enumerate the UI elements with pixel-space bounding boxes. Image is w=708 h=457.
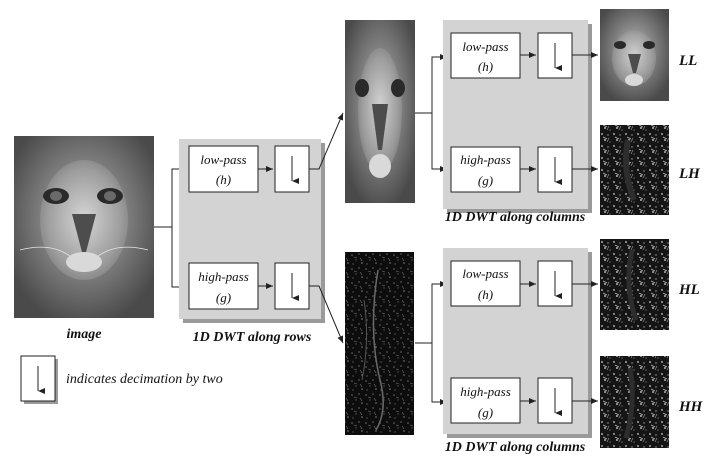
hh-subband-image [600,356,669,448]
cols-bottom-stage-caption: 1D DWT along columns [445,440,586,455]
hl-subband-image [600,239,669,330]
legend-text: indicates decimation by two [66,372,223,387]
legend-decimator-symbol [21,356,58,404]
cols-top-lowpass-name: low-pass [462,39,508,54]
input-image [14,136,154,318]
cols-top-highpass-sym: (g) [478,173,493,188]
cols-bottom-highpass-sym: (g) [478,405,493,420]
cols-bottom-highpass-decimator [538,378,572,423]
rows-lowpass-name: low-pass [200,152,246,167]
hh-label: HH [678,399,704,415]
rows-lowpass-sym: (h) [216,172,231,187]
cols-top-highpass-filter: high-pass (g) [451,147,520,192]
lh-label: LH [678,166,701,182]
input-label: image [67,327,102,342]
cols-bottom-highpass-name: high-pass [460,384,511,399]
cols-top-highpass-name: high-pass [460,152,511,167]
cols-bottom-lowpass-decimator [538,261,572,306]
ll-label: LL [678,53,697,69]
rows-lowpass-image [345,20,415,203]
cols-top-stage-caption: 1D DWT along columns [445,210,586,225]
rows-lowpass-decimator [275,146,309,192]
rows-highpass-name: high-pass [198,269,249,284]
cols-top-lowpass-decimator [538,33,572,78]
rows-highpass-decimator [275,263,309,309]
cols-top-lowpass-sym: (h) [478,59,493,74]
cols-bottom-lowpass-name: low-pass [462,266,508,281]
cols-bottom-lowpass-sym: (h) [478,287,493,302]
ll-subband-image [600,9,669,101]
hl-label: HL [678,282,700,298]
rows-highpass-sym: (g) [216,290,231,305]
cols-bottom-highpass-filter: high-pass (g) [451,378,520,423]
rows-lowpass-filter: low-pass (h) [189,146,258,192]
rows-highpass-filter: high-pass (g) [189,263,258,309]
lh-subband-image [600,125,669,215]
rows-highpass-image [345,252,414,435]
cols-top-highpass-decimator [538,147,572,192]
cols-bottom-lowpass-filter: low-pass (h) [451,261,520,306]
cols-top-lowpass-filter: low-pass (h) [451,33,520,78]
column-input-connectors [415,57,447,402]
rows-stage-caption: 1D DWT along rows [193,330,312,345]
